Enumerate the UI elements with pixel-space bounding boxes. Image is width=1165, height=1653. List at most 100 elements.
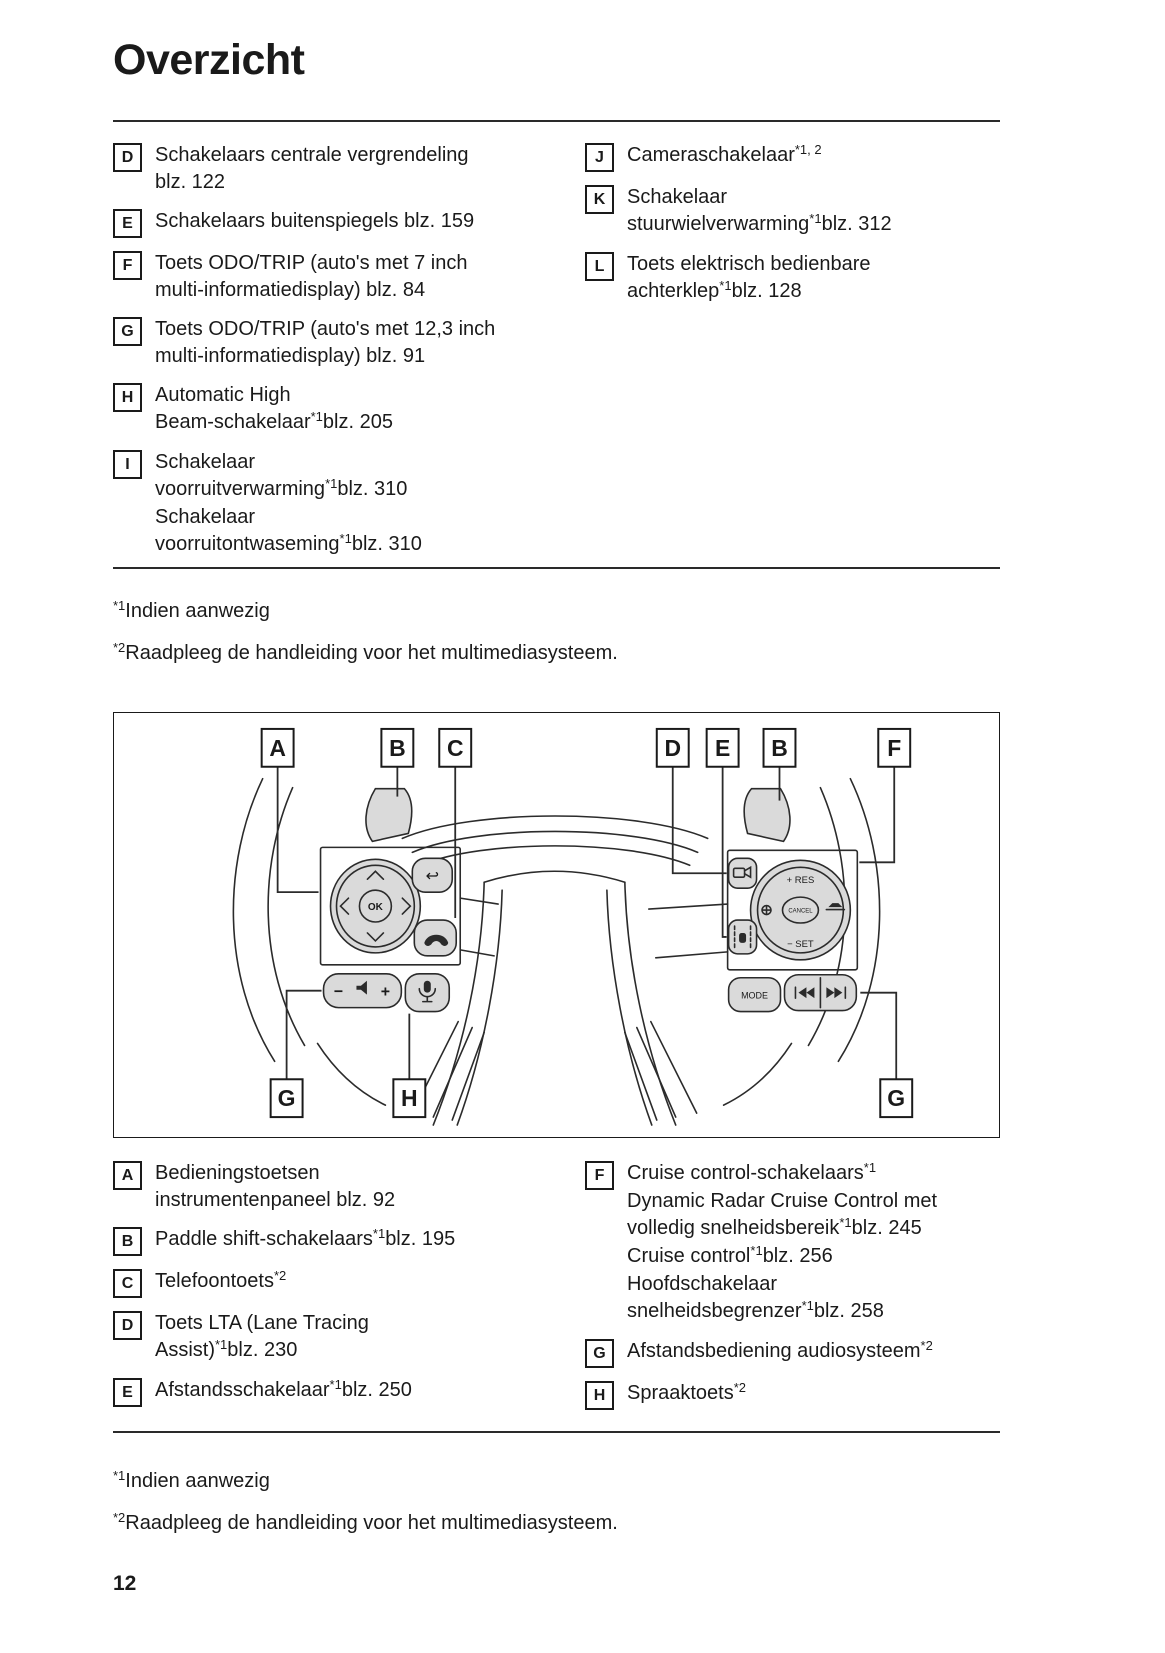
superscript-note-ref: *1	[113, 1468, 126, 1483]
superscript-note-ref: *1	[809, 211, 822, 226]
item-description-line: Toets elektrisch bedienbare	[627, 253, 871, 275]
ok-button-label: OK	[368, 902, 384, 913]
item-key-badge: J	[585, 143, 614, 172]
next-track-icon	[826, 986, 847, 999]
superscript-note-ref: *2	[920, 1338, 933, 1353]
item-description-line: Paddle shift-schakelaars*1blz. 195	[155, 1226, 456, 1250]
svg-text:C: C	[447, 735, 464, 761]
item-description: Spraaktoets*2	[627, 1380, 746, 1410]
callout-label-g-bottom-right: G	[879, 1078, 914, 1119]
lane-tracing-icon	[733, 925, 752, 949]
phone-icon	[424, 934, 449, 946]
superscript-note-ref: *1	[719, 278, 732, 293]
cancel-button-label: CANCEL	[788, 909, 813, 915]
cancel-button-graphic	[781, 896, 820, 924]
superscript-note-ref: *2	[113, 1510, 126, 1525]
divider-after-top-legend	[113, 567, 1000, 569]
speaker-icon	[356, 980, 367, 995]
item-description-line: Toets ODO/TRIP (auto's met 12,3 inch	[155, 318, 496, 340]
item-description: Paddle shift-schakelaars*1blz. 195	[155, 1226, 455, 1256]
item-key-badge: E	[113, 1378, 142, 1407]
item-description-line: blz. 122	[155, 171, 226, 193]
superscript-note-ref: *1	[863, 1160, 877, 1175]
item-key-badge: H	[113, 383, 142, 412]
item-description: Toets ODO/TRIP (auto's met 12,3 inch mult…	[155, 316, 495, 370]
item-description-line: multi-informatiedisplay) blz. 84	[155, 279, 426, 301]
item-description-line: Schakelaars buitenspiegels blz. 159	[155, 210, 475, 232]
back-arrow-icon: ↩	[426, 868, 439, 885]
superscript-note-ref: *1	[839, 1215, 852, 1230]
footnote-2-bottom: *2Raadpleeg de handleiding voor het mult…	[113, 1510, 618, 1534]
item-description-line: Spraaktoets*2	[627, 1380, 747, 1404]
svg-text:G: G	[887, 1085, 905, 1111]
set-button-label: − SET	[787, 939, 814, 950]
item-description-line: Assist)*1blz. 230	[155, 1337, 298, 1361]
item-description-line: voorruitverwarming*1blz. 310	[155, 476, 408, 500]
left-paddle-shifter	[365, 787, 413, 843]
camera-icon	[732, 865, 752, 879]
dpad-left-icon	[339, 897, 350, 915]
item-description-line: multi-informatiedisplay) blz. 91	[155, 345, 426, 367]
callout-label-f-top: F	[877, 727, 912, 768]
ok-button-graphic	[358, 889, 393, 923]
item-key-badge: G	[585, 1339, 614, 1368]
item-description-line: achterklep*1blz. 128	[627, 278, 802, 302]
item-description: Toets elektrisch bedienbare achterklep*1b…	[627, 251, 870, 306]
legend-item-l: L Toets elektrisch bedienbare achterklep*1…	[585, 251, 1005, 306]
item-key-badge: A	[113, 1161, 142, 1190]
voice-button-graphic	[404, 972, 451, 1013]
camera-button-graphic	[727, 857, 758, 889]
svg-text:B: B	[389, 735, 406, 761]
mode-button-label: MODE	[741, 991, 768, 1001]
item-key-badge: L	[585, 252, 614, 281]
item-key-badge: D	[113, 143, 142, 172]
radar-distance-icon	[825, 903, 846, 911]
previous-track-icon	[794, 986, 815, 999]
item-key-badge: F	[113, 251, 142, 280]
callout-label-c-top: C	[438, 727, 473, 768]
dpad-right-icon	[401, 897, 412, 915]
superscript-note-ref: *1, 2	[794, 142, 822, 157]
item-description-line: Toets LTA (Lane Tracing	[155, 1312, 369, 1334]
item-description-line: Telefoontoets*2	[155, 1268, 287, 1292]
svg-text:B: B	[771, 735, 788, 761]
right-paddle-shifter	[743, 787, 791, 843]
volume-plus-label: +	[381, 984, 390, 1001]
microphone-icon	[418, 980, 437, 1003]
item-description-line: instrumentenpaneel blz. 92	[155, 1189, 396, 1211]
legend-item-g: G Afstandsbediening audiosysteem*2	[585, 1338, 1005, 1368]
back-button-graphic	[411, 857, 454, 893]
speed-limiter-icon	[761, 904, 772, 916]
wheel-outline	[232, 777, 881, 1126]
superscript-note-ref: *1	[215, 1337, 228, 1352]
callout-label-b2-top: B	[762, 727, 797, 768]
divider-after-bottom-legend	[113, 1431, 1000, 1433]
callout-label-d-top: D	[655, 727, 690, 768]
mode-button-graphic	[727, 976, 782, 1013]
superscript-note-ref: *2	[273, 1268, 287, 1283]
svg-text:A: A	[269, 735, 286, 761]
item-description-line: Schakelaar	[155, 451, 256, 473]
page-number: 12	[113, 1572, 137, 1595]
item-description-line: Cameraschakelaar*1, 2	[627, 142, 822, 166]
item-key-badge: C	[113, 1269, 142, 1298]
volume-minus-label: −	[334, 984, 343, 1001]
page-title: Overzicht	[113, 36, 305, 84]
item-description: Afstandsbediening audiosysteem*2	[627, 1338, 933, 1368]
item-description-line: Afstandsschakelaar*1blz. 250	[155, 1377, 412, 1401]
item-description-line: voorruitontwaseming*1blz. 310	[155, 531, 422, 555]
